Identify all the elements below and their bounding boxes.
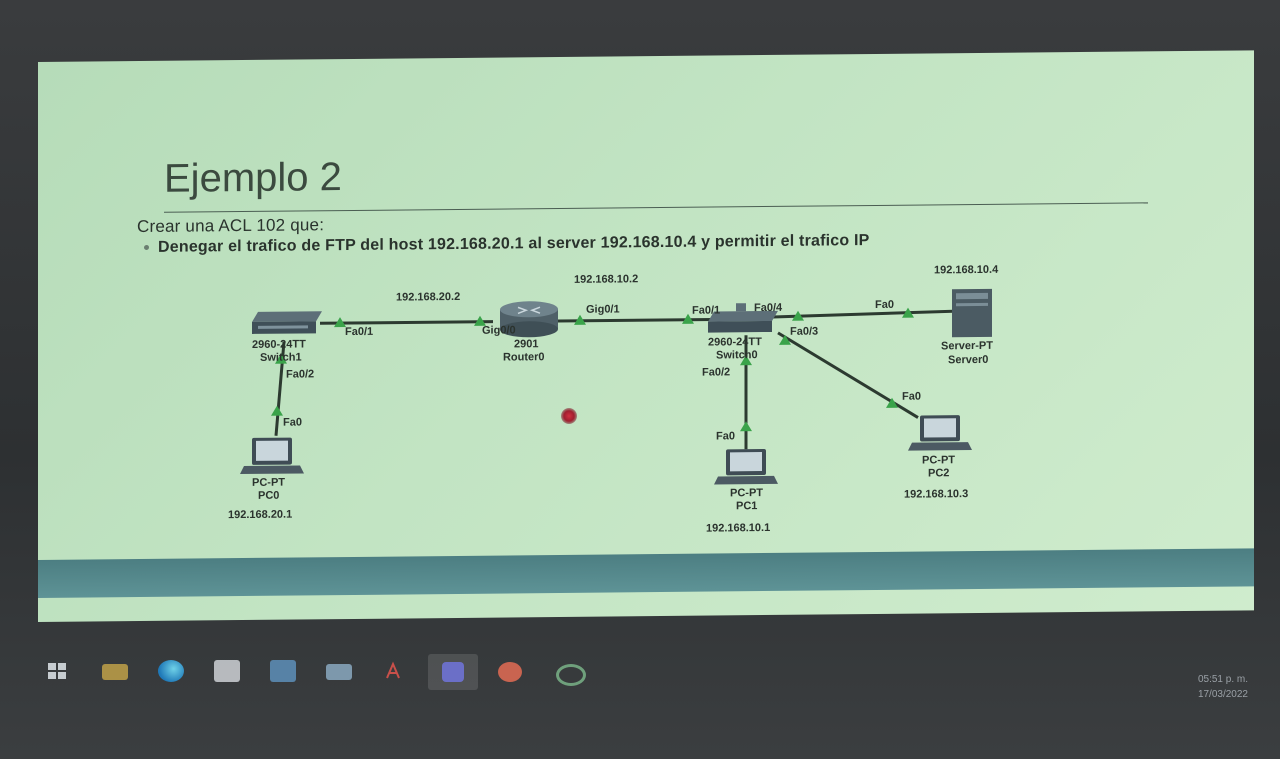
pc2-ip-label: 192.168.10.3 [904,488,968,501]
switch0-icon[interactable] [708,303,778,333]
link-up-icon [271,405,283,416]
windows-taskbar [30,650,1270,700]
switch0-model-label: 2960-24TT [708,336,762,349]
pc0-ip-label: 192.168.20.1 [228,509,292,522]
server0-icon[interactable] [952,288,992,338]
pc1-name-label: PC1 [736,500,757,512]
switch0-name-label: Switch0 [716,349,758,361]
switch1-icon[interactable] [252,311,322,334]
lan10-gateway-label: 192.168.10.2 [574,273,638,286]
link-switch0-pc2 [777,331,919,419]
server0-port-fa0: Fa0 [875,299,894,311]
link-up-icon [275,353,287,364]
switch1-port-fa02: Fa0/2 [286,368,314,380]
pc2-name-label: PC2 [928,467,949,479]
pc1-model-label: PC-PT [730,487,763,499]
edge-icon[interactable] [158,660,184,682]
server0-name-label: Server0 [948,354,988,366]
store-icon[interactable] [214,660,240,682]
link-up-icon [886,397,898,408]
switch0-port-fa02: Fa0/2 [702,366,730,378]
pc0-model-label: PC-PT [252,477,285,489]
pc0-icon[interactable] [240,437,304,475]
link-up-icon [792,310,804,321]
network-topology: 2960-24TT Switch1 Fa0/1 Fa0/2 Fa0 PC-PT … [228,264,999,535]
lan20-gateway-label: 192.168.20.2 [396,291,460,304]
pc1-icon[interactable] [714,449,778,485]
pc0-port-fa0: Fa0 [283,416,302,428]
switch0-port-fa03: Fa0/3 [790,326,818,338]
router0-port-gig00: Gig0/0 [482,324,516,336]
folder-icon[interactable] [326,664,352,680]
pc2-model-label: PC-PT [922,454,955,466]
switch0-port-fa04: Fa0/4 [754,302,783,314]
server0-ip-label: 192.168.10.4 [934,264,999,277]
pc2-port-fa0: Fa0 [902,391,921,403]
link-up-icon [740,355,752,366]
link-up-icon [334,317,346,328]
teams-icon[interactable] [428,654,478,690]
link-up-icon [779,334,791,345]
pc1-ip-label: 192.168.10.1 [706,522,770,535]
file-explorer-icon[interactable] [102,664,128,680]
link-up-icon [574,314,586,325]
link-up-icon [740,421,752,432]
switch0-port-fa01: Fa0/1 [692,304,720,316]
router0-name-label: Router0 [503,351,545,363]
router0-model-label: 2901 [514,338,538,350]
switch1-name-label: Switch1 [260,351,302,363]
clock-date: 17/03/2022 [1197,689,1248,700]
mail-icon[interactable] [270,660,296,682]
switch1-model-label: 2960-24TT [252,338,306,351]
pc1-port-fa0: Fa0 [716,430,735,442]
router0-icon[interactable] [500,301,558,338]
pc0-name-label: PC0 [258,490,279,502]
packet-tracer-icon[interactable] [556,664,586,686]
switch1-port-fa01: Fa0/1 [345,326,373,338]
router0-port-gig01: Gig0/1 [586,303,620,315]
link-switch0-server0 [772,309,954,319]
link-switch1-router0 [320,320,493,325]
pc2-icon[interactable] [908,415,972,451]
link-up-icon [474,315,486,326]
presentation-slide: Ejemplo 2 Crear una ACL 102 que: Denegar… [38,50,1254,622]
laser-pointer-dot [561,408,577,424]
link-up-icon [902,307,914,318]
windows-start-icon[interactable] [46,660,72,682]
link-up-icon [682,313,694,324]
acrobat-icon[interactable] [382,660,408,682]
powerpoint-icon[interactable] [498,662,522,682]
server0-model-label: Server-PT [941,340,993,353]
clock-time: 05:51 p. m. [1197,674,1248,685]
taskbar-clock[interactable]: 05:51 p. m. 17/03/2022 [1152,672,1248,702]
